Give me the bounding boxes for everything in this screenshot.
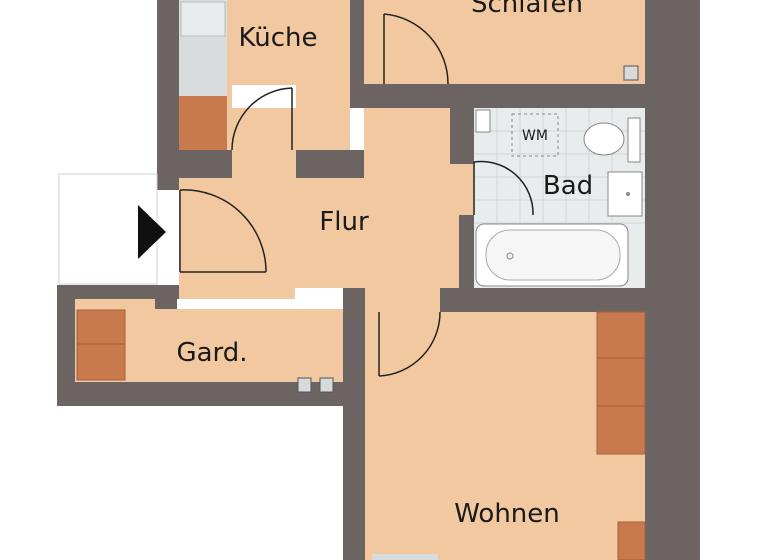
bathtub-inner [485,229,621,281]
sink-drain [626,192,630,196]
room-label-schlafen: Schlafen [471,0,583,19]
wardrobe-cabinet [76,343,126,381]
living-cabinet [596,357,646,407]
wardrobe-cabinet [76,309,126,345]
radiator [372,554,438,560]
room-label-flur: Flur [319,207,369,237]
living-cabinet [596,405,646,455]
room-label-wohnen: Wohnen [454,499,560,529]
living-cabinet-small [617,521,646,560]
vent-shaft [319,377,334,393]
walls [57,0,700,560]
bathroom-small-basin [475,109,491,133]
bathtub-drain [506,252,514,260]
living-cabinet [596,311,646,359]
kitchen-cabinet [179,96,227,150]
bathroom-sink [607,171,643,217]
room-label-gard: Gard. [176,338,247,368]
vent-shaft [297,377,312,393]
toilet-bowl [583,122,625,156]
doors [179,13,534,377]
kitchen-sink [180,1,226,37]
washing-machine-area [511,113,559,157]
entrance-arrow-icon [138,205,166,259]
vent-shaft [623,65,639,81]
toilet-tank [627,117,641,163]
wm-label: WM [522,128,548,144]
room-label-kueche: Küche [238,23,317,53]
room-label-bad: Bad [543,171,593,201]
